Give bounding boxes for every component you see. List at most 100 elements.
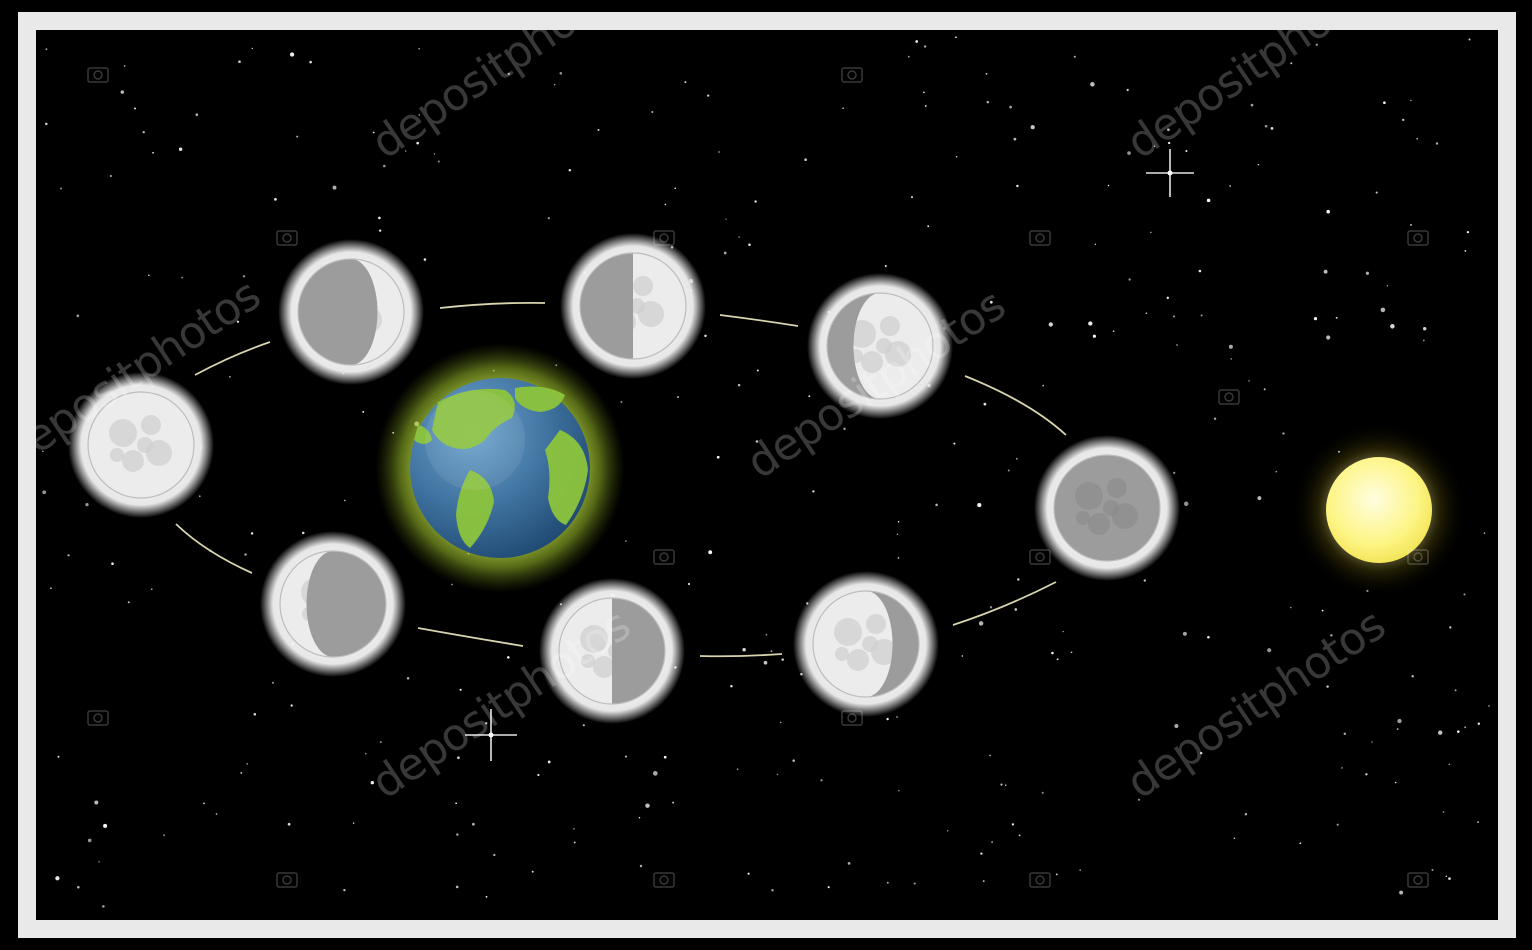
star	[199, 495, 201, 497]
star	[986, 73, 988, 75]
star	[1365, 773, 1367, 775]
star	[1248, 380, 1250, 382]
star	[1344, 733, 1346, 735]
star	[296, 136, 298, 138]
star	[781, 658, 783, 660]
star	[764, 661, 768, 665]
moon-crater	[880, 316, 900, 336]
star	[640, 865, 642, 867]
star	[128, 601, 130, 603]
star	[1173, 472, 1175, 474]
star	[887, 882, 889, 884]
star	[240, 772, 242, 774]
star	[554, 84, 555, 85]
moon-crater	[633, 276, 653, 296]
star	[1057, 658, 1059, 660]
star	[1019, 835, 1021, 837]
moon-waxing-gibbous	[278, 239, 424, 385]
star	[407, 677, 410, 680]
star	[1423, 327, 1426, 330]
moon-crater	[862, 636, 878, 652]
star	[58, 756, 60, 758]
star	[1267, 648, 1271, 652]
star	[379, 229, 381, 231]
earth	[375, 343, 625, 593]
star	[1463, 593, 1465, 595]
star	[94, 801, 98, 805]
star	[738, 236, 739, 237]
star	[742, 648, 745, 651]
star	[1185, 150, 1187, 152]
star	[1387, 285, 1389, 287]
star	[1056, 873, 1058, 875]
moon-crater	[122, 450, 144, 472]
star	[677, 396, 679, 398]
star	[77, 886, 80, 889]
star	[911, 196, 913, 198]
star	[42, 490, 46, 494]
moon-crater	[109, 419, 137, 447]
star	[983, 880, 985, 882]
star	[254, 713, 257, 716]
star	[1290, 607, 1292, 609]
star	[88, 839, 92, 843]
star	[343, 889, 345, 891]
star	[1399, 891, 1403, 895]
star	[1448, 877, 1451, 880]
star	[645, 803, 649, 807]
star	[507, 656, 510, 659]
star	[1438, 731, 1442, 735]
star	[1014, 608, 1017, 611]
star	[344, 500, 345, 501]
star	[1478, 723, 1480, 725]
star	[738, 384, 741, 387]
star	[1214, 418, 1216, 420]
star	[754, 200, 756, 202]
star	[252, 48, 253, 49]
star	[1395, 782, 1397, 784]
star	[1144, 579, 1146, 581]
star	[438, 160, 440, 162]
star	[1282, 432, 1284, 434]
star	[46, 48, 48, 50]
star	[664, 756, 667, 759]
star	[1366, 272, 1369, 275]
star	[898, 790, 899, 791]
star	[804, 158, 807, 161]
star	[935, 504, 938, 507]
star	[1042, 792, 1044, 794]
star	[828, 886, 830, 888]
star	[730, 685, 732, 687]
sparkle-core	[1168, 171, 1173, 176]
star	[378, 217, 381, 220]
star	[771, 650, 773, 652]
star	[1324, 270, 1328, 274]
star	[1467, 231, 1469, 233]
star	[1402, 119, 1404, 121]
star	[927, 225, 929, 227]
star	[532, 871, 534, 873]
star	[85, 503, 88, 506]
star	[121, 90, 124, 93]
star	[1336, 317, 1338, 319]
star	[181, 277, 183, 279]
star	[1031, 125, 1035, 129]
star	[1207, 636, 1210, 639]
star	[674, 187, 676, 189]
moon-crater-dark	[1103, 500, 1119, 516]
star	[365, 753, 367, 755]
star	[708, 550, 712, 554]
star	[216, 813, 218, 815]
star	[1383, 101, 1386, 104]
star	[1265, 125, 1268, 128]
star	[1245, 813, 1247, 815]
star	[886, 718, 888, 720]
star	[1088, 321, 1092, 325]
star	[67, 554, 69, 556]
star	[103, 824, 107, 828]
star	[625, 540, 627, 542]
star	[247, 763, 248, 764]
star	[1416, 138, 1418, 140]
space-scene: depositphotosdepositphotosdepositphotosd…	[18, 12, 1516, 938]
star	[1455, 689, 1457, 691]
